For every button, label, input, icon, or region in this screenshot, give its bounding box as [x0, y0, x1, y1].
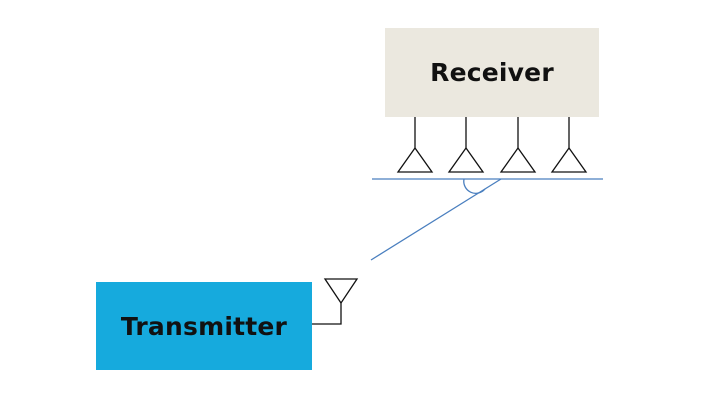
angle-of-arrival-arc — [463, 178, 486, 194]
receiver-antenna-4 — [550, 117, 588, 173]
transmitter-label: Transmitter — [120, 311, 288, 341]
transmitter-antenna — [312, 278, 359, 325]
receiver-box: Receiver — [385, 28, 599, 117]
receiver-antenna-1 — [396, 117, 434, 173]
receiver-antenna-2 — [447, 117, 485, 173]
receiver-label: Receiver — [430, 58, 554, 87]
transmitter-box: Transmitter — [96, 282, 312, 370]
receiver-antenna-3 — [499, 117, 537, 173]
receiver-antenna-array — [396, 117, 588, 173]
